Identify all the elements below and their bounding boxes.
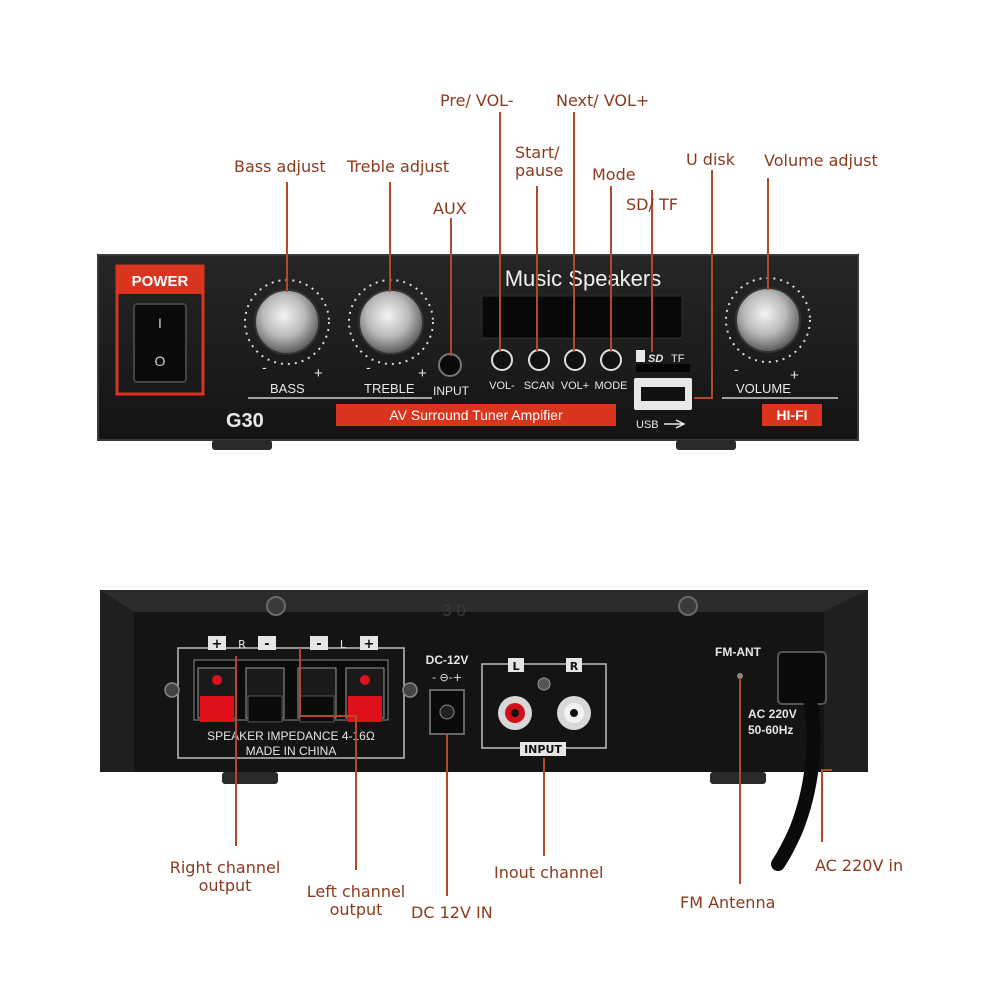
ac-power-cord [771,693,821,871]
panel-title: Music Speakers [505,266,662,291]
right-minus-terminal[interactable] [247,695,283,723]
callout-pre-vol: Pre/ VOL- [440,91,514,110]
power-label: POWER [132,273,189,290]
fm-antenna-wire-hole [737,673,743,679]
foot [710,772,766,784]
callout-dc-in: DC 12V IN [411,903,493,922]
front-panel: POWER I O - + BASS - + TREBLE - + VOLUME [97,254,859,450]
bass-plus: + [314,365,323,382]
screw [266,596,286,616]
treble-plus: + [418,365,427,382]
speaker-impedance: SPEAKER IMPEDANCE 4-16Ω [207,729,375,743]
banner-bg [336,404,616,426]
led-display [481,295,683,339]
model-label: G30 [226,410,264,432]
bass-minus: - [262,359,267,375]
treble-label: TREBLE [364,381,415,396]
usb-port[interactable] [641,387,685,401]
treble-minus: - [366,359,371,375]
aux-input-jack[interactable] [438,353,462,377]
callout-sd-tf: SD/ TF [626,195,678,214]
sd-tf-slot[interactable] [636,364,690,372]
callout-aux: AUX [433,199,467,218]
hifi-badge: HI-FI [776,407,807,423]
terminal-plus-l: + [364,637,375,652]
callout-start-pause-2: pause [515,161,564,180]
power-switch-off-mark: O [155,353,166,369]
callout-mode: Mode [592,165,636,184]
vol-minus-button[interactable] [491,349,513,371]
scan-button[interactable] [528,349,550,371]
rca-r-label: R [570,660,579,673]
input-jack-label: INPUT [433,384,470,398]
callout-lines [235,112,832,896]
left-minus-terminal[interactable] [299,695,335,723]
foot [222,772,278,784]
ac-label-1: AC 220V [748,707,797,721]
tf-label: TF [671,353,685,365]
hifi-badge-bg [762,404,822,426]
terminal-r: R [238,638,246,651]
ac-label-2: 50-60Hz [748,723,793,737]
foot [676,440,736,450]
callout-next-vol: Next/ VOL+ [556,91,650,110]
volume-minus: - [734,361,739,377]
callout-left-channel-2: output [329,900,383,919]
ac-cord-strain-relief [777,651,827,705]
sd-card-icon [636,350,645,362]
callout-left-channel-1: Left channel [306,882,406,901]
screw [164,682,180,698]
callout-bass-adjust: Bass adjust [234,157,326,176]
usb-label: USB [636,419,659,431]
treble-knob[interactable] [358,289,424,355]
terminal-minus-r: - [264,637,269,652]
volume-label: VOLUME [736,381,791,396]
terminal-l: L [340,638,347,651]
callout-right-channel-2: output [198,876,252,895]
rca-l-label: L [512,660,519,673]
mode-label: MODE [595,380,628,392]
banner-text: AV Surround Tuner Ampifier [389,407,563,423]
rear-panel: 3 0 + R - - L + SPEAKER IMPEDANCE 4-16Ω … [100,590,868,871]
screw [402,682,418,698]
callout-right-channel-1: Right channel [169,858,281,877]
left-plus-terminal[interactable] [348,696,382,722]
vol-plus-label: VOL+ [561,380,589,392]
volume-plus: + [790,367,799,384]
callout-input-channel: Inout channel [494,863,604,882]
terminal-minus-l: - [316,637,321,652]
rca-input-label: INPUT [524,743,562,756]
dc-label: DC-12V [426,653,469,667]
power-switch-on-mark: I [158,315,162,331]
volume-knob[interactable] [735,287,801,353]
callout-start-pause-1: Start/ [515,143,560,162]
callout-fm-antenna: FM Antenna [680,893,776,912]
vol-minus-label: VOL- [489,380,515,392]
vol-plus-button[interactable] [564,349,586,371]
callout-u-disk: U disk [686,150,735,169]
model-stamp: 3 0 [442,601,466,620]
mode-button[interactable] [600,349,622,371]
callout-volume-adjust: Volume adjust [764,151,878,170]
dc-polarity: - ⊖-+ [432,671,462,684]
power-label-bg [117,266,203,294]
usb-icon [664,419,686,429]
foot [212,440,272,450]
scan-label: SCAN [524,380,555,392]
made-in-china: MADE IN CHINA [246,744,337,758]
fm-label: FM-ANT [715,645,762,659]
speaker-terminal-frame [177,647,405,759]
right-plus-terminal[interactable] [200,696,234,722]
rear-panel-body [100,590,868,772]
bass-label: BASS [270,381,305,396]
screw [678,596,698,616]
power-switch[interactable] [133,303,187,383]
terminal-plus-r: + [212,637,223,652]
bass-knob[interactable] [254,289,320,355]
callout-treble-adjust: Treble adjust [347,157,450,176]
sd-label: SD [648,353,663,365]
callout-ac-in: AC 220V in [815,856,904,875]
